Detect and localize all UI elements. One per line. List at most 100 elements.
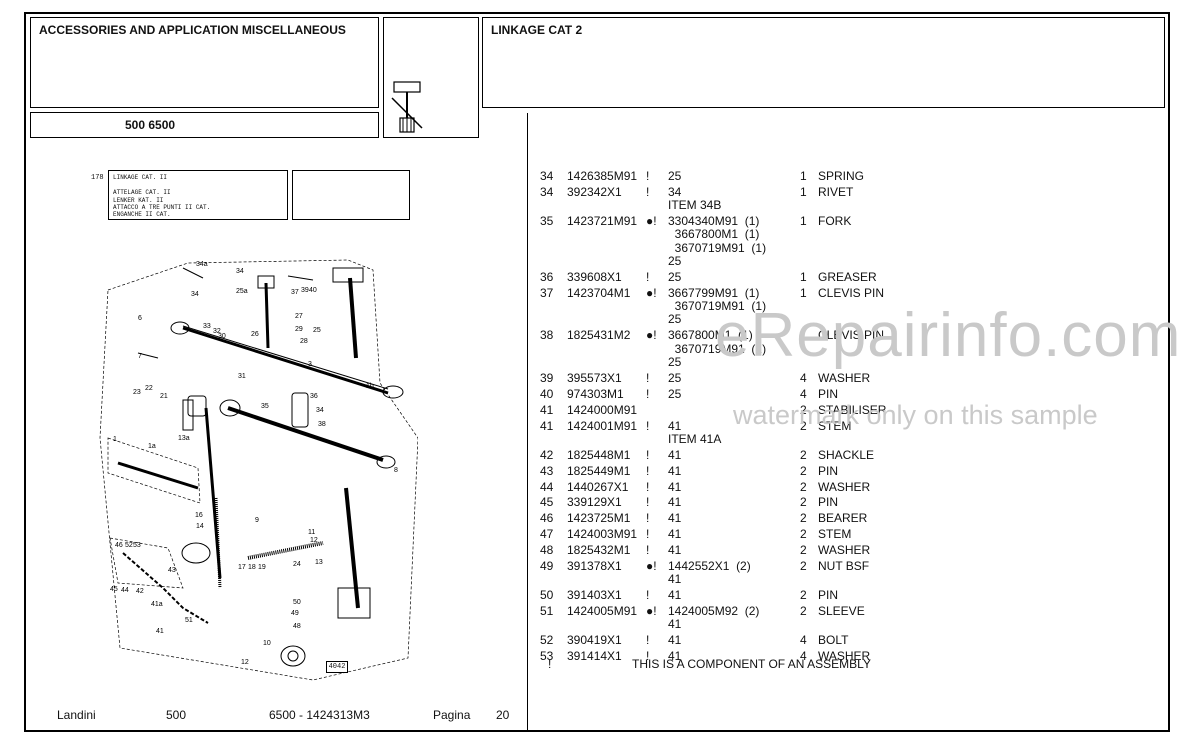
part-description: WASHER xyxy=(818,649,871,664)
part-item: 42 xyxy=(540,447,554,462)
part-number: 392342X1 xyxy=(567,184,622,199)
part-ref: 1442552X1 (2) xyxy=(668,559,751,573)
column-divider xyxy=(527,113,528,731)
part-description: SHACKLE xyxy=(818,447,875,462)
page-frame xyxy=(24,12,1170,732)
caption-line-4: ATTACCO A TRE PUNTI II CAT. xyxy=(113,204,211,211)
part-ref: 25 xyxy=(668,269,682,284)
header-rule xyxy=(30,112,1166,113)
part-mark: ! xyxy=(646,184,650,199)
part-ref: 41 xyxy=(668,418,682,433)
part-description: PIN xyxy=(818,463,839,478)
part-mark: ! xyxy=(646,386,650,401)
svg-text:46: 46 xyxy=(115,542,123,549)
part-ref: 41 xyxy=(668,572,682,587)
part-ref: 34 xyxy=(668,184,682,199)
part-mark: ! xyxy=(646,649,650,664)
svg-text:38: 38 xyxy=(318,421,326,428)
part-item: 51 xyxy=(540,604,554,619)
part-qty: 2 xyxy=(800,463,807,478)
part-mark: ! xyxy=(646,527,650,542)
part-qty: 4 xyxy=(800,386,807,401)
part-qty: 2 xyxy=(800,511,807,526)
part-item: 37 xyxy=(540,285,554,300)
drawing-number: 4042 xyxy=(326,661,348,673)
part-ref: 3667800M1 (1) xyxy=(668,227,760,242)
svg-text:32: 32 xyxy=(213,328,221,335)
svg-text:13: 13 xyxy=(315,559,323,566)
svg-text:35: 35 xyxy=(261,403,269,410)
svg-text:27: 27 xyxy=(295,313,303,320)
part-mark: ! xyxy=(646,588,650,603)
part-ref: ITEM 41A xyxy=(668,431,722,446)
part-description: STEM xyxy=(818,527,852,542)
part-number: 395573X1 xyxy=(567,370,622,385)
part-mark: ! xyxy=(646,447,650,462)
part-description: RIVET xyxy=(818,184,854,199)
part-ref: 41 xyxy=(668,463,682,478)
part-item: 49 xyxy=(540,559,554,573)
part-description: PIN xyxy=(818,386,839,401)
svg-text:22: 22 xyxy=(145,385,153,392)
part-item: 45 xyxy=(540,495,554,510)
svg-text:1: 1 xyxy=(113,436,117,443)
svg-text:33: 33 xyxy=(203,323,211,330)
part-ref: 3667800M1 (1) xyxy=(668,328,753,343)
part-ref: 41 xyxy=(668,479,682,494)
part-description: PIN xyxy=(818,495,839,510)
svg-text:1b: 1b xyxy=(366,383,374,390)
model-label: 500 6500 xyxy=(125,118,176,132)
part-ref: 41 xyxy=(668,447,682,462)
svg-text:30: 30 xyxy=(218,333,226,340)
part-ref: 41 xyxy=(668,633,682,648)
part-number: 1825448M1 xyxy=(567,447,631,462)
part-ref: 25 xyxy=(668,386,682,401)
svg-text:10: 10 xyxy=(263,640,271,647)
legend-mark: ! xyxy=(548,657,552,671)
part-item: 35 xyxy=(540,214,554,229)
part-description: BOLT xyxy=(818,633,849,648)
part-qty: 2 xyxy=(800,402,807,417)
part-ref: 25 xyxy=(668,312,682,327)
part-number: 391414X1 xyxy=(567,649,622,664)
part-item: 41 xyxy=(540,402,554,417)
svg-text:41a: 41a xyxy=(151,601,163,608)
footer-series: 500 xyxy=(166,708,187,722)
part-qty: 2 xyxy=(800,418,807,433)
svg-text:44: 44 xyxy=(121,587,129,594)
part-mark: ! xyxy=(646,463,650,478)
svg-text:12: 12 xyxy=(241,659,249,666)
svg-text:43: 43 xyxy=(168,567,176,574)
part-item: 46 xyxy=(540,511,554,526)
part-number: 1424005M91 xyxy=(567,604,638,619)
part-ref: 41 xyxy=(668,495,682,510)
caption-line-3: LENKER KAT. II xyxy=(113,197,164,204)
part-mark: ! xyxy=(646,479,650,494)
part-description: STABILISER xyxy=(818,402,887,417)
svg-text:8: 8 xyxy=(394,467,398,474)
part-mark: ●! xyxy=(646,328,657,343)
part-item: 43 xyxy=(540,463,554,478)
part-description: WASHER xyxy=(818,370,871,385)
svg-text:13a: 13a xyxy=(178,435,190,442)
part-description: NUT BSF xyxy=(818,559,870,573)
caption-line-5: ENGANCHE II CAT. xyxy=(113,211,171,218)
svg-text:37: 37 xyxy=(291,289,299,296)
part-number: 1423704M1 xyxy=(567,285,631,300)
part-mark: ! xyxy=(646,495,650,510)
part-mark: ●! xyxy=(646,559,657,573)
svg-text:29: 29 xyxy=(295,326,303,333)
svg-text:25a: 25a xyxy=(236,288,248,295)
part-description: GREASER xyxy=(818,269,877,284)
part-mark: ! xyxy=(646,269,650,284)
part-description: FORK xyxy=(818,214,852,229)
part-item: 53 xyxy=(540,649,554,664)
part-mark: ! xyxy=(646,169,650,183)
group-title: LINKAGE CAT 2 xyxy=(491,23,583,37)
svg-text:1a: 1a xyxy=(148,443,156,450)
part-number: 1440267X1 xyxy=(567,479,629,494)
part-ref: 25 xyxy=(668,354,682,369)
part-number: 339608X1 xyxy=(567,269,622,284)
model-box: 500 6500 xyxy=(30,112,379,138)
diagram-ref-no: 178 xyxy=(91,174,104,182)
